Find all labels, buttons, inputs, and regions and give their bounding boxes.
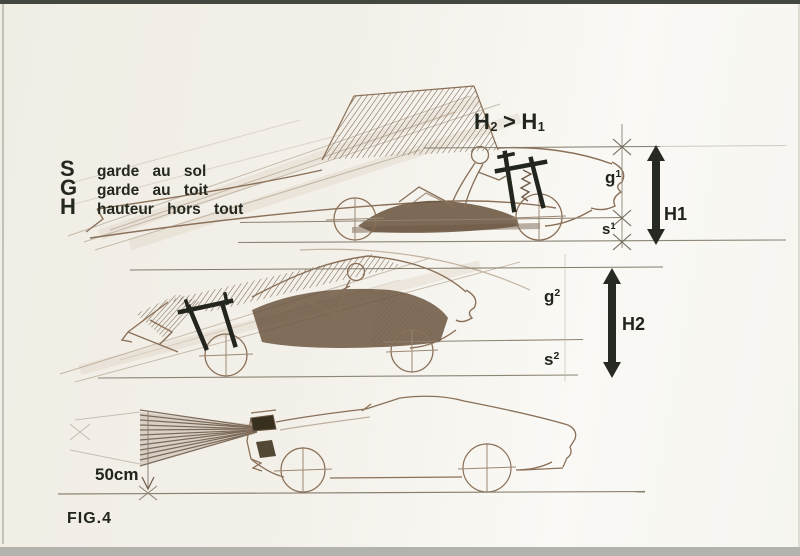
- sill-level-line: [239, 217, 623, 223]
- ground-line-2: [97, 374, 579, 379]
- left-border: [2, 4, 4, 544]
- measurement-legend: S garde au sol G garde au toit H hauteur…: [60, 156, 244, 219]
- front-wheel: [325, 197, 385, 241]
- nose-hatching: [136, 294, 200, 340]
- legend-label-s: garde au sol: [97, 163, 207, 180]
- suspension-strut-icon: [494, 150, 548, 213]
- legend-label-h: hauteur hors tout: [97, 201, 244, 218]
- canopy-hatching: [322, 86, 498, 160]
- right-border: [798, 4, 800, 547]
- front-wheel: [198, 333, 254, 377]
- inequality-label: H2>H1: [474, 109, 546, 134]
- clearance-50cm-label: 50cm: [95, 465, 139, 484]
- coil-spring: [519, 169, 533, 202]
- suspension-strut-icon: [177, 291, 238, 351]
- driver-head: [346, 262, 366, 282]
- legend-symbol-h: H: [60, 194, 76, 219]
- h2-label: H2: [622, 314, 646, 334]
- legend-row-g: G garde au toit: [60, 175, 243, 200]
- under-shadow: [351, 223, 541, 233]
- car3-dimensions: [57, 411, 646, 501]
- dimension-ticks: [612, 138, 632, 251]
- driver-figure: [398, 145, 507, 211]
- bottom-strip: [0, 547, 800, 556]
- roof-level-line: [129, 266, 664, 271]
- ground-line-1: [237, 239, 787, 244]
- dimension-tick: [138, 485, 158, 501]
- h1-label: H1: [664, 204, 688, 224]
- car1-roof-clearance-label: g1: [605, 168, 622, 187]
- driver-head: [470, 145, 490, 165]
- rear-wheel: [511, 193, 567, 241]
- legend-row-h: H hauteur hors tout: [60, 194, 244, 219]
- beam-extension-lines: [69, 411, 141, 465]
- top-border: [0, 0, 800, 4]
- car2-roof-clearance-label: g2: [544, 287, 561, 306]
- body-outline: [85, 146, 625, 239]
- rear-wheel: [385, 329, 439, 373]
- car2-ground-clearance-label: s2: [544, 350, 560, 369]
- seat-shadow-mass: [358, 200, 519, 233]
- driver-figure: [277, 262, 366, 321]
- car-sketch-middle: [59, 248, 531, 383]
- headlight: [250, 414, 277, 432]
- car1-ground-clearance-label: s1: [602, 221, 616, 239]
- legend-symbol-s: S: [60, 156, 75, 181]
- front-intake: [256, 440, 276, 458]
- rear-wheel: [457, 443, 517, 493]
- roof-level-line: [423, 146, 661, 149]
- figure-caption: FIG.4: [67, 510, 113, 527]
- legend-row-s: S garde au sol: [60, 156, 243, 181]
- legend-label-g: garde au toit: [97, 182, 209, 199]
- car-sketch-bottom: [69, 395, 577, 493]
- headlight-beam-hatching: [139, 409, 258, 467]
- body-outline: [246, 395, 577, 479]
- car2-dimensions: [97, 254, 664, 381]
- down-arrowhead-icon: [141, 476, 155, 491]
- legend-symbol-g: G: [60, 175, 77, 200]
- ground-line-3: [57, 490, 646, 495]
- sill-level-line: [382, 339, 584, 343]
- canopy-outline: [321, 85, 499, 161]
- h1-dimension-arrow: [647, 145, 665, 245]
- car1-dimensions: [237, 124, 787, 251]
- car-sketch-top: [59, 85, 625, 251]
- front-wheel: [273, 447, 333, 493]
- h2-dimension-arrow: [603, 268, 621, 378]
